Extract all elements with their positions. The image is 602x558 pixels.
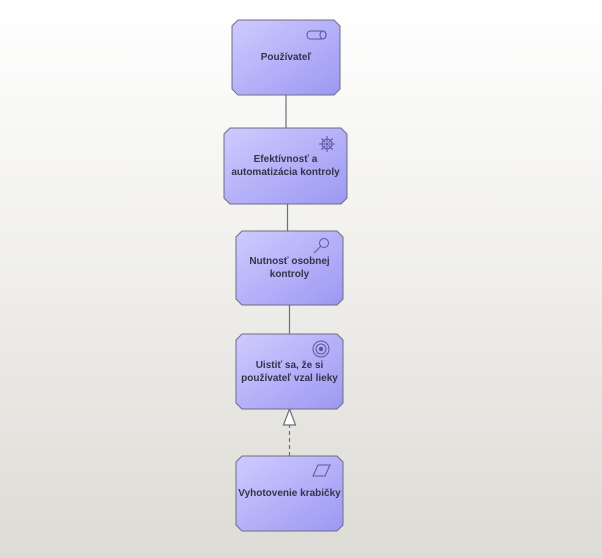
assessment-node-nutnost[interactable] <box>235 230 344 306</box>
role-cylinder-icon <box>306 30 327 40</box>
realization-edge-vyhotovenie-uistit[interactable] <box>282 407 297 456</box>
assessment-magnifier-icon <box>313 238 329 254</box>
deliverable-parallelogram-icon <box>312 464 331 477</box>
driver-node-efektivnost[interactable] <box>223 127 348 205</box>
driver-wheel-icon <box>319 136 335 152</box>
realization-arrowhead <box>282 407 297 426</box>
goal-target-icon <box>312 340 330 358</box>
deliverable-node-vyhotovenie[interactable] <box>235 455 344 532</box>
goal-node-uistit[interactable] <box>235 333 344 410</box>
